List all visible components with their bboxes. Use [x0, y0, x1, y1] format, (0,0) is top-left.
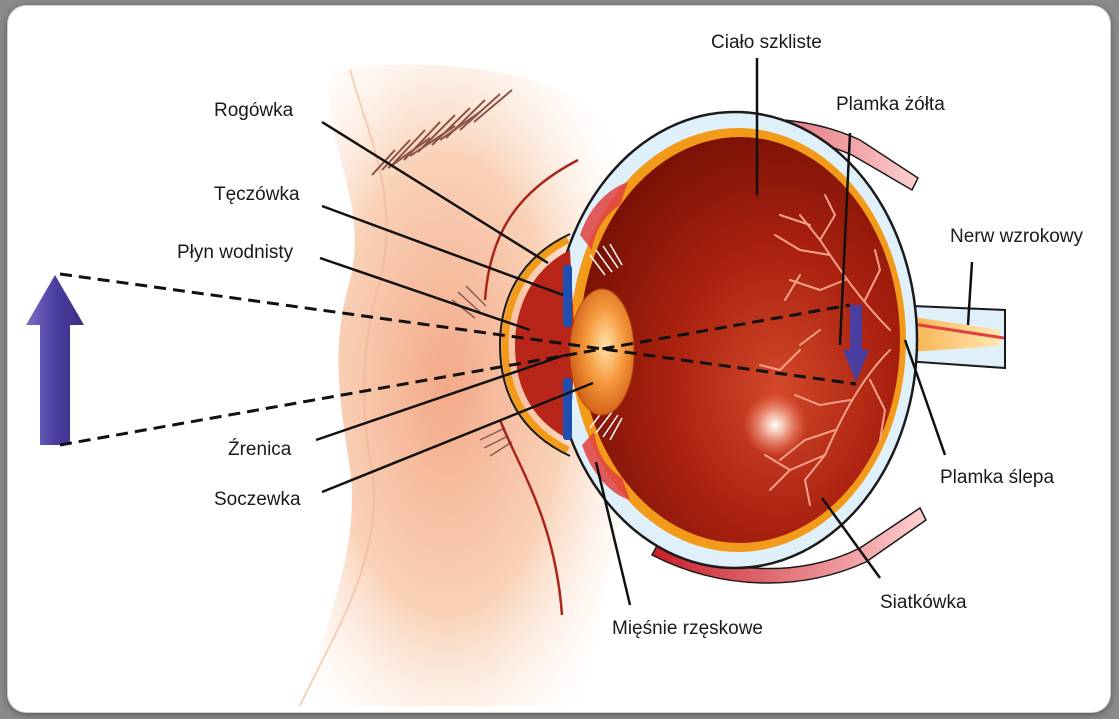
lens [570, 289, 634, 415]
label-rogowka: Rogówka [214, 100, 294, 121]
label-plyn-wodnisty: Płyn wodnisty [177, 242, 294, 263]
object-arrow [26, 275, 84, 445]
iris-lower [563, 378, 572, 440]
label-nerw-wzrokowy: Nerw wzrokowy [950, 226, 1084, 247]
diagram-frame: Ciało szkliste Rogówka Plamka żółta Tęcz… [8, 6, 1110, 712]
label-cialo-szkliste: Ciało szkliste [711, 32, 822, 53]
label-miesnie-rzeskowe: Mięśnie rzęskowe [612, 618, 763, 639]
label-plamka-slepa: Plamka ślepa [940, 467, 1054, 488]
label-plamka-zolta: Plamka żółta [836, 94, 945, 115]
label-teczowka: Tęczówka [214, 184, 300, 205]
label-zrenica: Źrenica [228, 439, 292, 460]
eye-anatomy-diagram: Ciało szkliste Rogówka Plamka żółta Tęcz… [8, 6, 1110, 712]
label-siatkowka: Siatkówka [880, 592, 967, 613]
label-soczewka: Soczewka [214, 489, 301, 510]
fovea-glow [743, 393, 807, 457]
iris-upper [563, 265, 572, 327]
